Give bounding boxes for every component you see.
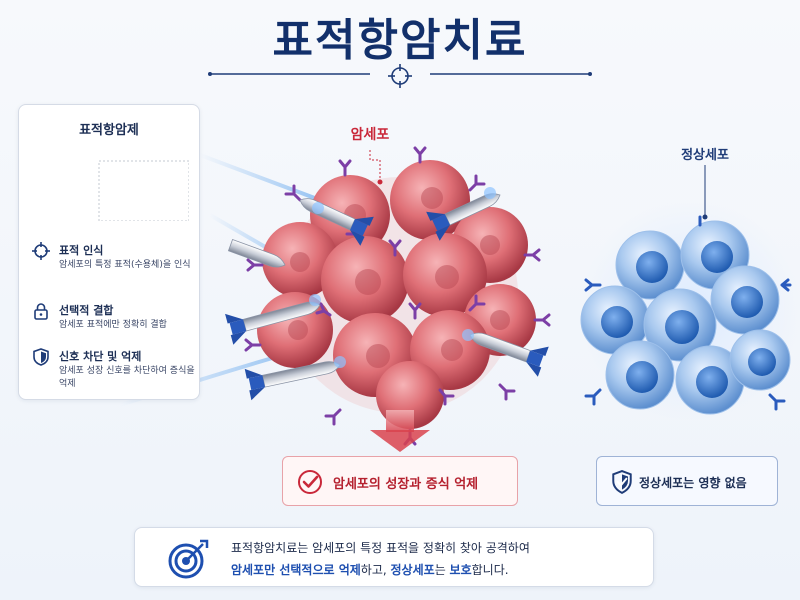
title-divider xyxy=(208,64,592,88)
missile-4 xyxy=(225,301,321,345)
normal-cell-label: 정상세포 xyxy=(681,148,729,163)
feature-desc: 암세포 성장 신호를 차단하여 증식을 억제 xyxy=(59,366,195,389)
normal-result-text: 정상세포는 영향 없음 xyxy=(639,476,747,490)
summary-highlight-selective: 암세포만 선택적으로 억제 xyxy=(231,563,361,577)
summary-line-1: 표적항암치료는 암세포의 특정 표적을 정확히 찾아 공격하여 xyxy=(231,541,530,555)
feature-name: 표적 인식 xyxy=(59,244,104,257)
missile-2 xyxy=(426,193,501,241)
normal-cell-cluster xyxy=(580,200,800,420)
summary-highlight-protect: 보호 xyxy=(449,563,472,577)
missile-3 xyxy=(227,239,286,268)
crosshair-icon xyxy=(388,64,412,88)
cancer-cell-cluster xyxy=(244,146,551,446)
summary-highlight-normal: 정상세포 xyxy=(390,563,435,577)
down-arrow-icon xyxy=(370,410,430,452)
drug-legend-panel: 표적항암제 표적 인식 암세포의 특정 표적(수용체)을 인식 선택적 결합 암… xyxy=(18,104,200,400)
summary-line-2: 암세포만 선택적으로 억제하고, 정상세포는 보호합니다. xyxy=(231,563,509,577)
shield-icon xyxy=(33,348,49,366)
missile-illustration xyxy=(98,160,189,221)
crosshair-icon xyxy=(32,242,50,260)
target-icon xyxy=(168,539,209,579)
page-title: 표적항암치료 xyxy=(272,15,528,66)
feature-desc: 암세포의 특정 표적(수용체)을 인식 xyxy=(59,260,191,270)
cancer-result-text: 암세포의 성장과 증식 억제 xyxy=(333,477,479,492)
shield-check-icon xyxy=(612,470,632,494)
receptor-markers xyxy=(244,146,551,446)
missile-6 xyxy=(469,332,549,377)
feature-name: 신호 차단 및 억제 xyxy=(59,350,142,363)
normal-receptor-markers xyxy=(584,215,792,411)
legend-title: 표적항암제 xyxy=(79,123,139,138)
check-circle-icon xyxy=(298,470,322,494)
normal-result-box: 정상세포는 영향 없음 xyxy=(596,456,778,506)
feature-desc: 암세포 표적에만 정확히 결합 xyxy=(59,320,167,330)
summary-box: 표적항암치료는 암세포의 특정 표적을 정확히 찾아 공격하여 암세포만 선택적… xyxy=(134,527,654,587)
cancer-cell-label: 암세포 xyxy=(350,127,390,143)
feature-name: 선택적 결합 xyxy=(59,304,114,317)
cancer-result-box: 암세포의 성장과 증식 억제 xyxy=(282,456,518,506)
lock-icon xyxy=(34,303,48,320)
